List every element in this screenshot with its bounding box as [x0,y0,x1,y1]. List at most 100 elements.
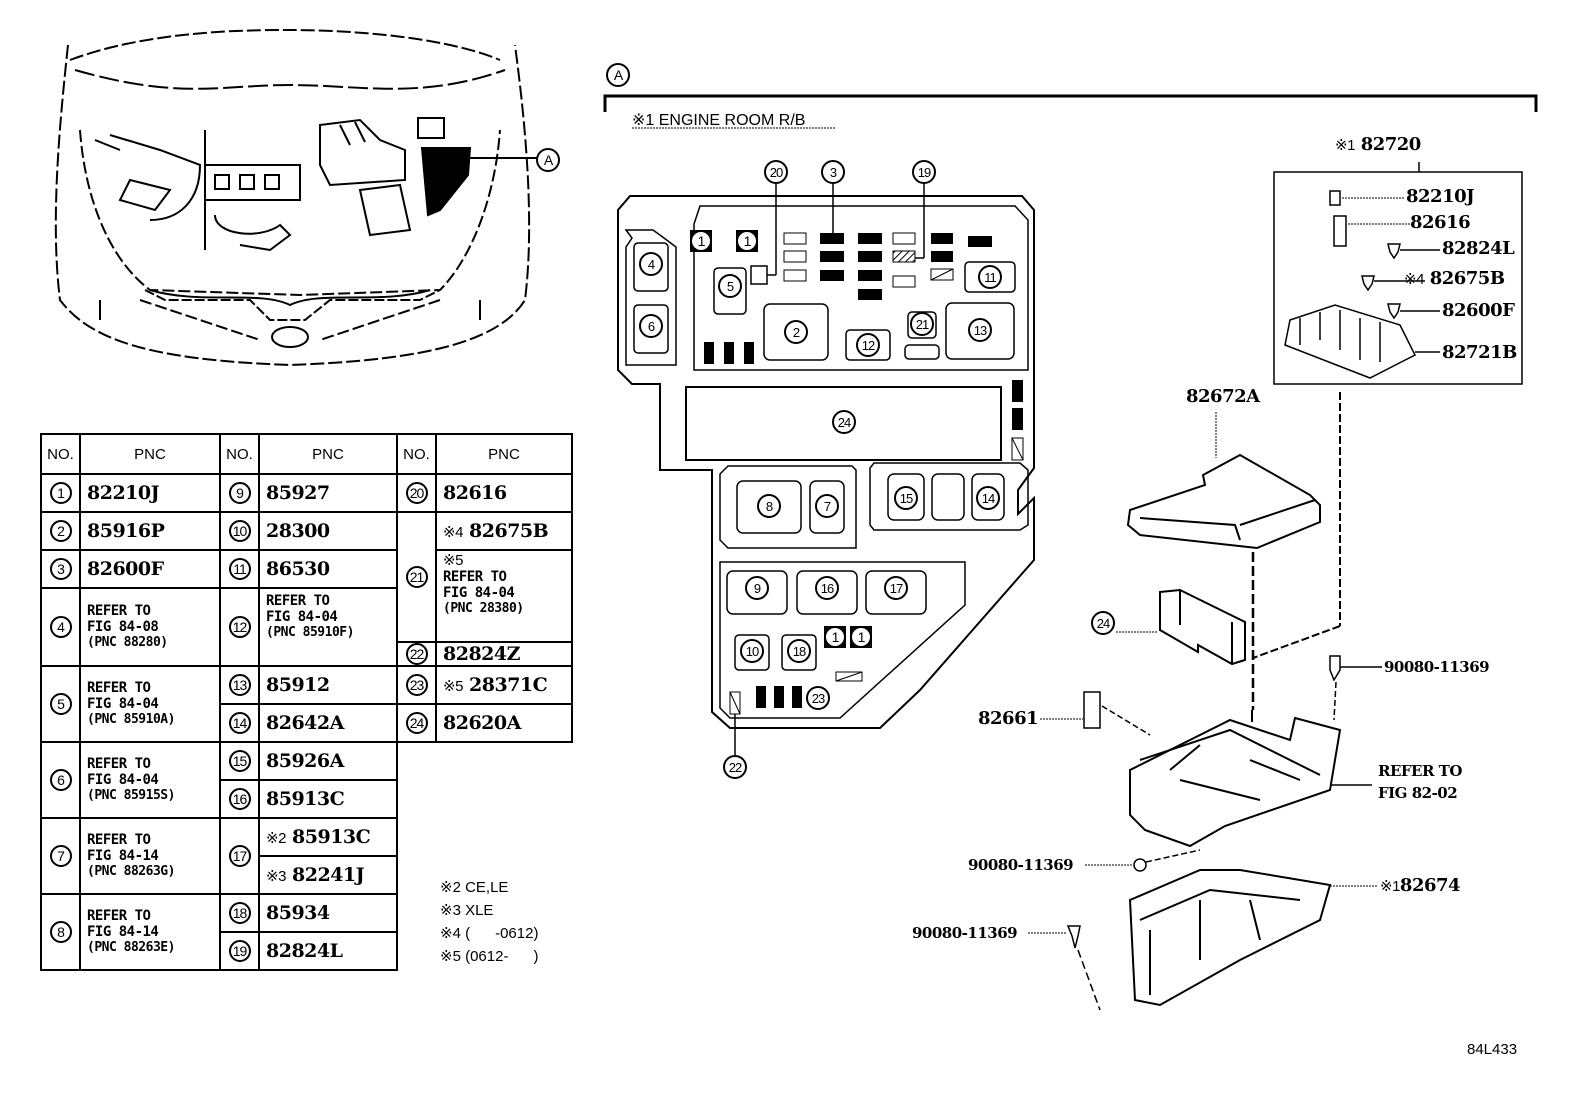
relay-label: 24 [832,410,856,434]
pnc-value[interactable]: 85912 [258,665,398,705]
pnc-table: NO. PNC NO. PNC NO. PNC 1 82210J 9 85927… [40,433,573,971]
footnotes: ※2 CE,LE ※3 XLE ※4 ( -0612) ※5 (0612- ) [440,876,538,968]
clip-pnc[interactable]: 82661 [978,708,1039,729]
row-number: 9 [228,482,251,504]
table-row: 4 REFER TO FIG 84-08 (PNC 88280) 12 REFE… [40,587,572,667]
header-pnc: PNC [79,433,221,475]
cover-82672A [1126,412,1321,550]
header-no: NO. [396,433,437,475]
table-row: 14 82642A 24 82620A [41,703,573,743]
row-number: 8 [49,921,72,943]
pnc-value[interactable]: 82600F [79,549,221,589]
relay-label: 8 [757,494,781,518]
relay-label: 12 [856,333,880,357]
pnc-variant: ※4 82675B [435,511,573,551]
bolts [1028,655,1382,1011]
relay-label: 19 [912,160,936,184]
kit-item-pnc[interactable]: 82210J [1406,186,1475,207]
pnc-value[interactable]: 85926A [258,741,398,781]
pnc-value[interactable]: 85927 [258,473,398,513]
row-number: 6 [49,769,72,791]
table-row: 5 REFER TO FIG 84-04 (PNC 85910A) 13 859… [40,665,573,743]
kit-title-pnc[interactable]: 82720 [1360,134,1422,155]
bolt-mid-pnc[interactable]: 90080-11369 [968,856,1074,874]
relay-label: 5 [718,274,742,298]
fig-ref-link[interactable]: FIG 84-14 [87,848,159,864]
pnc-value[interactable]: 85913C [258,779,398,819]
relay-label: 15 [894,486,918,510]
relay-label: 1 [824,626,846,648]
table-row: 8 REFER TO FIG 84-14 (PNC 88263E) 18 859… [40,893,572,971]
lower-tray-label: ※182674 [1380,875,1461,896]
upper-case [1129,716,1372,848]
table-row: 22 82824Z [41,641,573,667]
table-row: 6 REFER TO FIG 84-04 (PNC 85915S) 15 859… [40,741,572,970]
clip-82661 [1040,691,1151,736]
fig-ref-link[interactable]: FIG 84-04 [266,609,338,625]
footnote: ※5 (0612- ) [440,948,539,965]
relay-label: 14 [976,486,1000,510]
pnc-value[interactable]: 82675B [469,520,549,542]
relay-label: 7 [815,494,839,518]
pnc-value[interactable]: 82616 [435,473,573,513]
kit-item-pnc[interactable]: 82721B [1442,342,1517,363]
pnc-value[interactable]: 82642A [258,703,398,743]
module-callout: 24 [1091,611,1115,635]
relay-label: 11 [978,265,1002,289]
pnc-value[interactable]: 85934 [258,893,398,933]
pnc-ref-cell: REFER TO FIG 84-04 (PNC 85910F) [258,587,398,667]
fig-ref-link[interactable]: FIG 84-14 [87,924,159,940]
kit-item-pnc[interactable]: 82824L [1442,238,1515,259]
pnc-value[interactable]: 82824L [258,931,398,971]
relay-label: 6 [639,314,663,338]
pnc-value[interactable]: 82620A [435,703,573,743]
section-a-bracket [603,94,1538,112]
pnc-ref-cell: REFER TO FIG 84-04 (PNC 85910A) [79,665,221,743]
row-number: 14 [228,712,251,734]
relay-label: 1 [690,230,712,252]
relay-label: 1 [736,230,758,252]
kit-item-pnc[interactable]: 82675B [1429,268,1505,289]
fig-ref-link[interactable]: FIG 84-04 [87,772,159,788]
pnc-ref-cell: REFER TO FIG 84-14 (PNC 88263G) [79,817,221,895]
cover-pnc[interactable]: 82672A [1186,386,1260,407]
pnc-variant: ※2 85913C [258,817,398,857]
relay-label: 1 [850,626,872,648]
module-24 [1116,588,1246,666]
fig-ref-link[interactable]: FIG 84-04 [443,585,515,601]
row-number: 12 [228,616,251,638]
pnc-value[interactable]: 82824Z [435,641,573,667]
pnc-value[interactable]: 82241J [292,864,365,886]
fig-ref-link[interactable]: FIG 84-04 [87,696,159,712]
pnc-value[interactable]: 82210J [79,473,221,513]
pnc-ref-cell: REFER TO FIG 84-04 (PNC 85915S) [79,741,221,819]
pnc-value[interactable]: 85913C [292,826,371,848]
row-number: 18 [228,902,251,924]
refer-line1: REFER TO [1378,762,1462,780]
fig-ref-link[interactable]: FIG 84-08 [87,619,159,635]
row-number: 16 [228,788,251,810]
row-number: 11 [228,558,251,580]
bolt-top-pnc[interactable]: 90080-11369 [1384,658,1490,676]
pnc-value[interactable]: 85916P [79,511,221,551]
pnc-variant: ※5 28371C [435,665,573,705]
relay-label: 3 [821,160,845,184]
kit-item-pnc[interactable]: 82616 [1410,212,1471,233]
table-row: 2 85916P 10 28300 21 ※4 82675B [40,511,573,643]
row-number: 7 [49,845,72,867]
pnc-value[interactable]: 28300 [258,511,398,551]
refer-line2[interactable]: FIG 82-02 [1378,784,1458,802]
relay-label: 22 [723,755,747,779]
row-number: 15 [228,750,251,772]
kit-item-pnc[interactable]: 82600F [1442,300,1515,321]
bolt-low-pnc[interactable]: 90080-11369 [912,924,1018,942]
row-number: 22 [405,643,428,665]
pnc-value[interactable]: 86530 [258,549,398,589]
row-number: 21 [405,566,428,588]
kit-item: ※4 82675B [1404,268,1505,289]
footnote: ※3 XLE [440,902,494,919]
engine-callout-a: A [536,148,560,172]
lower-tray-pnc[interactable]: 82674 [1399,875,1461,896]
pnc-value[interactable]: 28371C [469,674,548,696]
row-number: 10 [228,520,251,542]
